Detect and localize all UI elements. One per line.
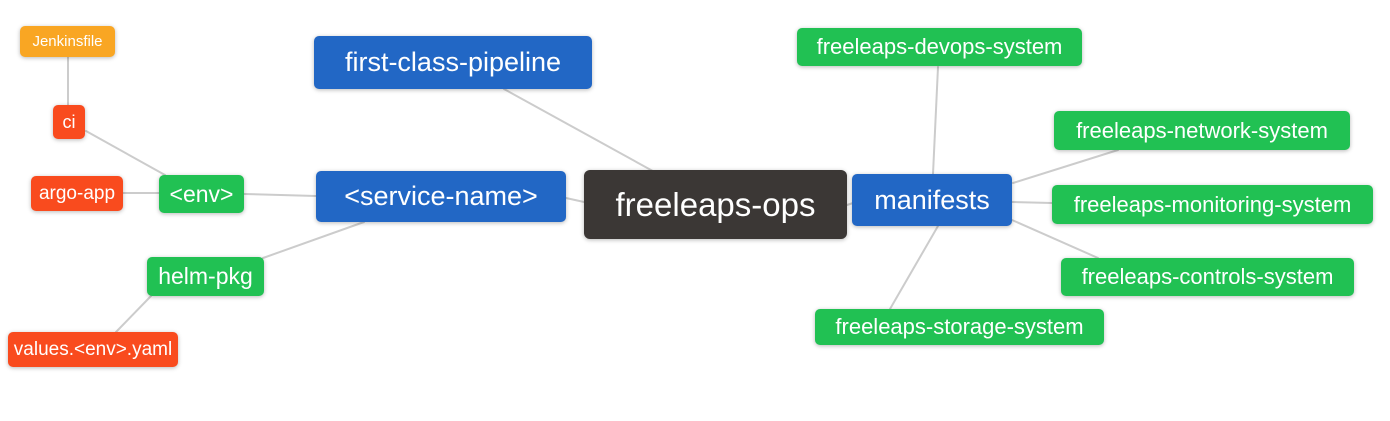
node-service-name[interactable]: <service-name> [316, 171, 566, 222]
node-freeleaps-monitoring-system[interactable]: freeleaps-monitoring-system [1052, 185, 1373, 224]
node-freeleaps-storage-system[interactable]: freeleaps-storage-system [815, 309, 1104, 345]
edge-helm-pkg-values [115, 295, 152, 333]
edge-manifests-monitoring [1011, 201, 1053, 204]
edge-pipeline-freeleaps-ops [503, 88, 661, 176]
node-freeleaps-ops[interactable]: freeleaps-ops [584, 170, 847, 239]
edge-service-name-freeleaps-ops [565, 197, 585, 203]
edge-env-service-name [243, 193, 317, 197]
edge-manifests-network [1012, 149, 1119, 184]
node-jenkinsfile[interactable]: Jenkinsfile [20, 26, 115, 57]
edge-ci-env [85, 130, 166, 176]
node-values-env-yaml[interactable]: values.<env>.yaml [8, 332, 178, 367]
node-manifests[interactable]: manifests [852, 174, 1012, 226]
node-argo-app[interactable]: argo-app [31, 176, 123, 211]
node-freeleaps-controls-system[interactable]: freeleaps-controls-system [1061, 258, 1354, 296]
edge-service-name-helm-pkg [262, 221, 365, 259]
node-freeleaps-network-system[interactable]: freeleaps-network-system [1054, 111, 1350, 150]
node-first-class-pipeline[interactable]: first-class-pipeline [314, 36, 592, 89]
edge-manifests-controls [1011, 219, 1099, 259]
node-env[interactable]: <env> [159, 175, 244, 213]
node-freeleaps-devops-system[interactable]: freeleaps-devops-system [797, 28, 1082, 66]
edge-manifests-storage [889, 225, 939, 310]
node-ci[interactable]: ci [53, 105, 85, 139]
edge-manifests-devops [932, 66, 939, 175]
node-helm-pkg[interactable]: helm-pkg [147, 257, 264, 296]
